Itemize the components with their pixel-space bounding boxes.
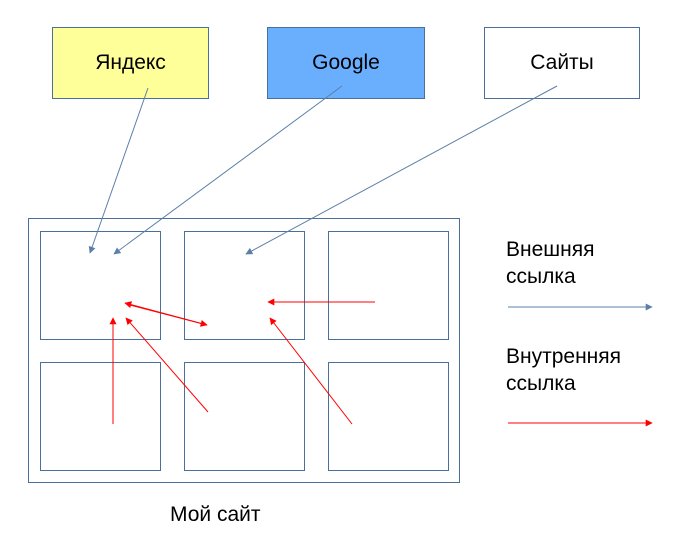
legend-external-line1: Внешняя <box>506 238 595 261</box>
source-label-google: Google <box>312 51 380 74</box>
site-page-5 <box>184 362 305 471</box>
site-page-6 <box>328 362 449 471</box>
site-caption: Мой сайт <box>170 503 261 526</box>
source-box-google: Google <box>267 27 425 99</box>
source-label-yandex: Яндекс <box>95 51 166 74</box>
source-label-sites: Сайты <box>530 51 594 74</box>
legend-internal-label: Внутренняя ссылка <box>506 343 656 397</box>
site-page-2 <box>184 231 305 340</box>
site-page-3 <box>328 231 449 340</box>
site-page-4 <box>40 362 161 471</box>
legend-external-line2: ссылка <box>506 265 576 288</box>
legend-internal-line1: Внутренняя <box>506 345 622 368</box>
legend-external-label: Внешняя ссылка <box>506 236 656 290</box>
source-box-yandex: Яндекс <box>52 27 209 99</box>
legend-internal-line2: ссылка <box>506 372 576 395</box>
source-box-sites: Сайты <box>484 27 640 99</box>
site-page-1 <box>40 231 161 340</box>
